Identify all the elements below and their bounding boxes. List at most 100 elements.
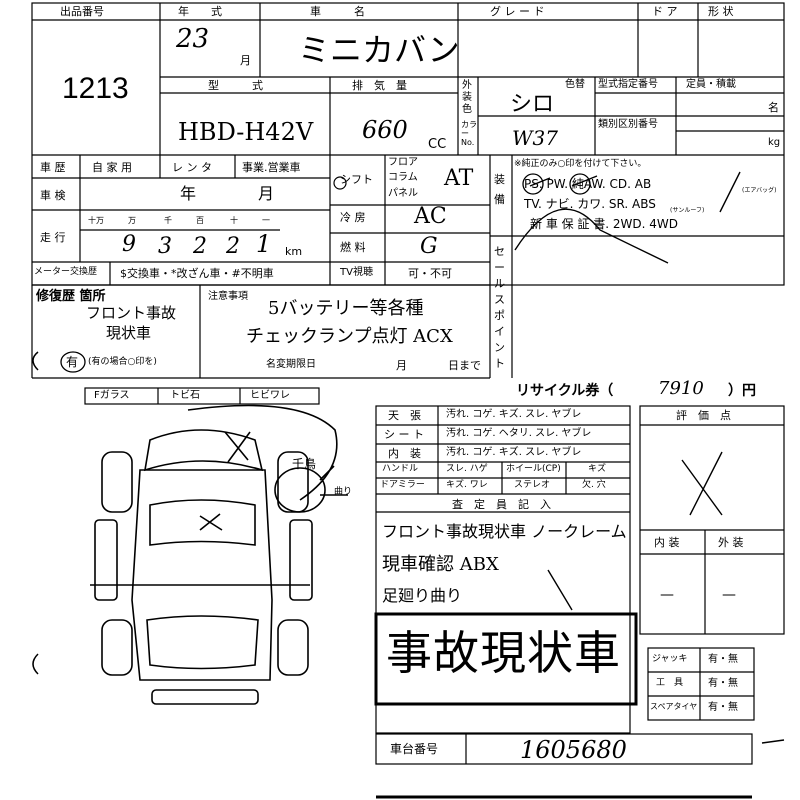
grade-label: グ レ ー ド (490, 5, 545, 18)
equipment-row1: PS. PW. 純AW. CD. AB (524, 177, 652, 191)
history-label: 車 歴 (40, 161, 66, 174)
equipment-note: ※純正のみ○印を付けて下さい。 (514, 159, 647, 169)
tv-label: TV視聴 (340, 267, 373, 278)
jack-label: ジャッキ (652, 654, 688, 664)
jack-value: 有・無 (708, 654, 738, 665)
equipment-label: 装 備 (494, 173, 505, 206)
evaluation-exterior-value: — (722, 587, 736, 603)
caution-line-1: 5バッテリー等各種 (268, 298, 424, 319)
type-label: 型 式 (208, 79, 263, 92)
year-value: 23 (176, 24, 210, 54)
deadline-day: 日まで (448, 359, 481, 372)
fuel-value: G (420, 234, 438, 259)
private-label: 自 家 用 (92, 161, 132, 174)
repair-yes: 有 (66, 355, 79, 369)
recycle-value: 7910 (658, 378, 704, 399)
score-cross-mark (681, 451, 723, 516)
repair-label: 修復歴 箇所 (36, 289, 106, 304)
ac-value: AC (414, 204, 447, 229)
chassis-number: 1605680 (520, 736, 627, 764)
evaluation-interior-label: 内 装 (654, 536, 680, 549)
deadline-month: 月 (396, 359, 407, 372)
cc-unit: CC (428, 137, 447, 152)
displacement-label: 排 気 量 (352, 79, 407, 92)
caution-line-2: チェックランプ点灯 ACX (246, 326, 453, 347)
inspector-line-2: 現車確認 ABX (382, 554, 499, 575)
rental-label: レ ン タ (172, 161, 212, 174)
capacity-unit: 名 (768, 101, 779, 114)
fuel-label: 燃 料 (340, 241, 366, 254)
recycle-unit: ）円 (728, 383, 756, 399)
caution-label: 注意事項 (208, 291, 248, 302)
evaluation-exterior-label: 外 装 (718, 536, 744, 549)
stereo-items: 欠. 穴 (582, 480, 606, 490)
mileage-digit-1k: 3 (158, 234, 172, 259)
month-unit: 月 (240, 54, 251, 67)
mileage-digit-10: 2 (226, 234, 240, 259)
evaluation-label: 評 価 点 (676, 409, 731, 422)
mileage-digit-1: 1 (256, 230, 272, 258)
interior-row-items-ceiling: 汚れ. コゲ. キズ. スレ. ヤブレ (446, 409, 582, 420)
lot-number: 1213 (62, 72, 129, 105)
tools-value: 有・無 (708, 678, 738, 689)
shape-label: 形 状 (708, 5, 734, 18)
color-no-label: カラーNo. (461, 120, 477, 147)
interior-row-items-trim: 汚れ. コゲ. キズ. スレ. ヤブレ (446, 447, 582, 458)
diagram-note-1: 千鳥 (292, 457, 317, 471)
equipment-strike-stroke (514, 208, 669, 264)
shift-option-panel: パネル (388, 188, 418, 199)
digit-label-1: 一 (262, 216, 270, 225)
color-code: W37 (512, 126, 559, 150)
glass-crack: ヒビワレ (250, 390, 290, 401)
shift-option-floor: フロア (388, 157, 418, 168)
inspection-month-label: 月 (258, 184, 275, 203)
inspector-label: 査 定 員 記 入 (452, 498, 551, 511)
shift-option-column: コラム (388, 172, 418, 183)
inspector-line-3: 足廻り曲り (382, 586, 463, 605)
handle-items: スレ. ハゲ (446, 464, 488, 474)
repair-note-1: フロント事故 (86, 304, 177, 322)
class-no-label: 類別区別番号 (598, 119, 658, 130)
load-unit: kg (768, 137, 781, 148)
shift-label: シフト (340, 173, 373, 186)
mirror-label: ドアミラー (380, 480, 425, 490)
repair-yes-note: (有の場合○印を) (88, 357, 157, 367)
mirror-items: キズ. ワレ (446, 480, 488, 490)
glass-windshield: Fガラス (94, 390, 130, 401)
door-label: ド ア (652, 5, 678, 18)
ext-color-label: 外装色 (462, 80, 472, 115)
repair-note-2: 現状車 (106, 324, 152, 342)
digit-label-100: 百 (196, 216, 204, 225)
km-unit: km (285, 245, 303, 258)
mileage-digit-100: 2 (193, 234, 207, 259)
accident-stamp: 事故現状車 (386, 626, 621, 680)
mileage-digit-10k: 9 (122, 232, 136, 257)
displacement-value: 660 (362, 116, 408, 144)
interior-row-label-trim: 内 装 (388, 447, 421, 460)
meter-options: $交換車・*改ざん車・#不明車 (120, 267, 274, 280)
car-name-value: ミニカバン (298, 31, 460, 69)
sales-point-label: セールスポイント (494, 245, 505, 370)
handle-label: ハンドル (382, 464, 419, 474)
spare-tire-value: 有・無 (708, 702, 738, 713)
color-name-label: 色替 (565, 79, 585, 90)
lot-label: 出品番号 (60, 5, 104, 18)
digit-label-100k: 十万 (88, 216, 104, 225)
stereo-label: ステレオ (514, 480, 551, 490)
glass-chip: トビ石 (170, 390, 200, 401)
chassis-label: 車台番号 (390, 742, 439, 756)
type-value: HBD-H42V (178, 118, 314, 146)
spare-tire-label: スペアタイヤ (650, 702, 698, 711)
business-label: 事業.営業車 (242, 161, 301, 174)
equipment-row2: TV. ナビ. カワ. SR. ABS (524, 197, 656, 211)
color-value: シロ (510, 92, 555, 117)
diagram-note-2: 曲り (334, 487, 353, 497)
interior-row-label-seat: シ ー ト (384, 428, 424, 441)
interior-row-label-ceiling: 天 張 (388, 409, 421, 422)
mileage-label: 走 行 (40, 231, 66, 244)
car-label: 車 名 (310, 5, 365, 18)
sunroof-note: (サンルーフ) (670, 207, 705, 214)
meter-label: メーター交換歴 (34, 267, 98, 277)
evaluation-interior-value: — (660, 587, 674, 603)
